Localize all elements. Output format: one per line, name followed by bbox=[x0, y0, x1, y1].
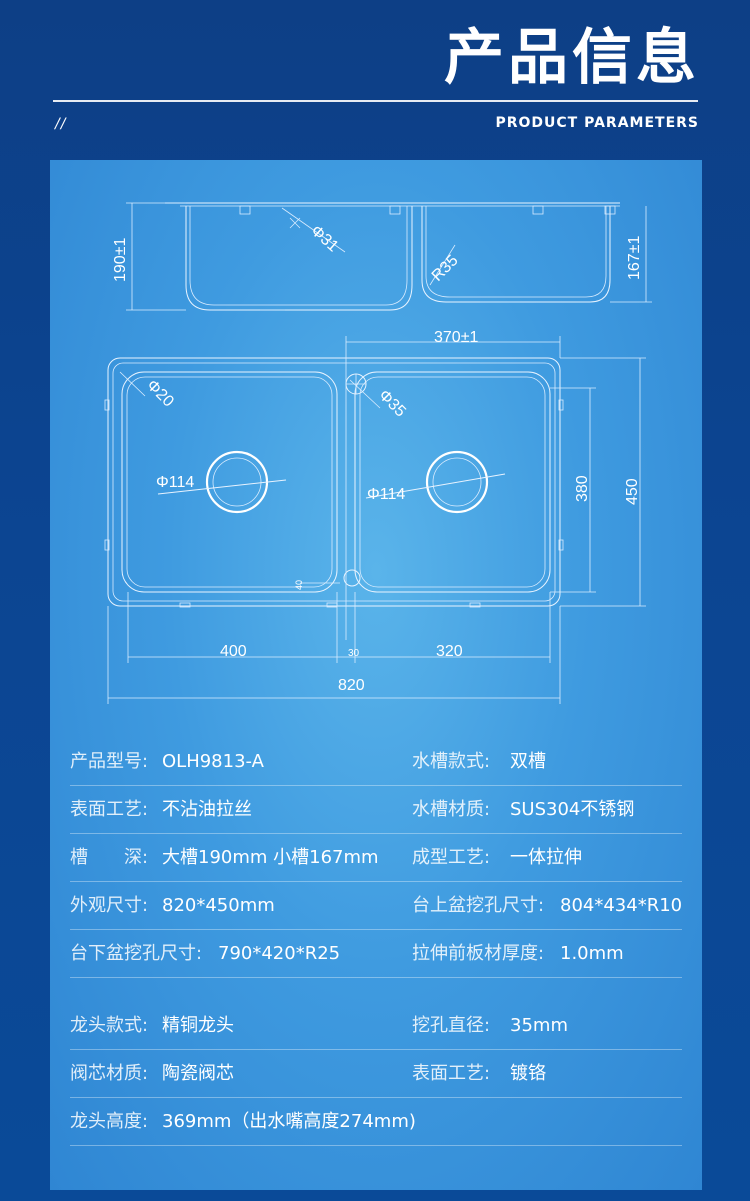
spec-label: 龙头高度: bbox=[70, 1111, 149, 1132]
side-view: 190±1 167±1 Φ31 R35 bbox=[112, 202, 652, 311]
spec-value: 精铜龙头 bbox=[162, 1015, 234, 1036]
spec-value: 1.0mm bbox=[560, 943, 624, 964]
spec-value: 369mm（出水嘴高度274mm) bbox=[162, 1111, 416, 1132]
clip-left-1 bbox=[104, 399, 110, 411]
spec-value: 35mm bbox=[510, 1015, 568, 1036]
spec-label: 阀芯材质: bbox=[70, 1063, 149, 1084]
side-big-bowl-inner bbox=[189, 206, 408, 306]
small-bowl-outline bbox=[354, 371, 551, 593]
side-clip-3 bbox=[532, 205, 544, 215]
section-subtitle: PRODUCT PARAMETERS bbox=[495, 115, 699, 131]
drain-right-outer bbox=[425, 450, 489, 514]
big-bowl-outline bbox=[121, 371, 338, 593]
spec-value: 大槽190mm 小槽167mm bbox=[162, 847, 379, 868]
drain-left-outer bbox=[205, 450, 269, 514]
spec-label: 龙头款式: bbox=[70, 1015, 149, 1036]
label-overflow: 40 bbox=[294, 580, 304, 590]
title-divider bbox=[53, 100, 698, 102]
side-big-bowl-outer bbox=[185, 206, 413, 311]
sink-inner-rim bbox=[112, 362, 556, 602]
clip-right-2 bbox=[558, 539, 564, 551]
spec-value: 双槽 bbox=[510, 751, 546, 772]
label-drain-right: Φ114 bbox=[367, 486, 405, 503]
label-big-depth: 190±1 bbox=[112, 238, 129, 282]
spec-label: 拉伸前板材厚度: bbox=[412, 943, 545, 964]
decorative-slashes: // bbox=[55, 116, 67, 132]
small-bowl-inner bbox=[359, 376, 546, 588]
page-title: 产品信息 bbox=[444, 23, 700, 93]
clip-bottom-1 bbox=[179, 602, 191, 608]
spec-label: 成型工艺: bbox=[412, 847, 491, 868]
label-corner-hole: Φ20 bbox=[143, 377, 177, 411]
side-hole-cross-b bbox=[289, 217, 301, 229]
side-clip-4 bbox=[604, 205, 616, 215]
spec-label: 台上盆挖孔尺寸: bbox=[412, 895, 545, 916]
label-320: 320 bbox=[436, 643, 463, 660]
spec-row: 龙头高度: 369mm（出水嘴高度274mm) bbox=[70, 1098, 682, 1146]
top-view: 370±1 Φ20 Φ35 Φ114 Φ114 380 450 400 30 3… bbox=[104, 329, 646, 704]
label-370: 370±1 bbox=[434, 329, 478, 346]
label-450: 450 bbox=[624, 478, 641, 505]
label-side-hole: Φ31 bbox=[307, 222, 341, 255]
side-clip-2 bbox=[389, 205, 401, 215]
spec-value: 陶瓷阀芯 bbox=[162, 1063, 234, 1084]
label-400: 400 bbox=[220, 643, 247, 660]
spec-label: 水槽款式: bbox=[412, 751, 491, 772]
spec-value: SUS304不锈钢 bbox=[510, 799, 635, 820]
sink-outer-rim bbox=[107, 357, 561, 607]
label-30: 30 bbox=[348, 648, 360, 659]
big-bowl-inner bbox=[126, 376, 333, 588]
sink-drawing-svg: 190±1 167±1 Φ31 R35 bbox=[104, 202, 652, 704]
label-faucet-hole: Φ35 bbox=[375, 387, 409, 421]
spec-row: 台下盆挖孔尺寸: 790*420*R25 拉伸前板材厚度: 1.0mm bbox=[70, 930, 682, 978]
clip-left-2 bbox=[104, 539, 110, 551]
drain-right-leader bbox=[365, 473, 506, 499]
spec-row: 龙头款式: 精铜龙头 挖孔直径: 35mm bbox=[70, 1002, 682, 1050]
side-small-bowl-inner bbox=[425, 206, 607, 298]
drain-left-leader bbox=[157, 479, 287, 495]
spec-label: 台下盆挖孔尺寸: bbox=[70, 943, 203, 964]
label-820: 820 bbox=[338, 677, 365, 694]
spec-value: 镀铬 bbox=[510, 1063, 546, 1084]
label-small-depth: 167±1 bbox=[626, 236, 643, 280]
spec-value: 790*420*R25 bbox=[218, 943, 341, 964]
label-side-radius: R35 bbox=[429, 252, 462, 285]
spec-label: 外观尺寸: bbox=[70, 895, 149, 916]
spec-row: 槽 深: 大槽190mm 小槽167mm 成型工艺: 一体拉伸 bbox=[70, 834, 682, 882]
spec-value: OLH9813-A bbox=[162, 751, 264, 772]
technical-drawing: 190±1 167±1 Φ31 R35 bbox=[50, 160, 702, 880]
spec-row: 阀芯材质: 陶瓷阀芯 表面工艺: 镀铬 bbox=[70, 1050, 682, 1098]
corner-hole-leader bbox=[119, 371, 146, 397]
spec-value: 820*450mm bbox=[162, 895, 275, 916]
drain-left-inner bbox=[212, 457, 262, 507]
spec-value: 804*434*R10 bbox=[560, 895, 683, 916]
clip-bottom-3 bbox=[469, 602, 481, 608]
spec-value: 不沾油拉丝 bbox=[162, 799, 252, 820]
spec-label: 表面工艺: bbox=[412, 1063, 491, 1084]
spec-label: 表面工艺: bbox=[70, 799, 149, 820]
spec-label: 水槽材质: bbox=[412, 799, 491, 820]
side-clip-1 bbox=[239, 205, 251, 215]
spec-row: 产品型号: OLH9813-A 水槽款式: 双槽 bbox=[70, 738, 682, 786]
spec-row: 外观尺寸: 820*450mm 台上盆挖孔尺寸: 804*434*R10 bbox=[70, 882, 682, 930]
parameters-panel: 190±1 167±1 Φ31 R35 bbox=[50, 160, 702, 1190]
spec-label: 挖孔直径: bbox=[412, 1015, 491, 1036]
faucet-hole-leader bbox=[349, 379, 381, 409]
spec-row: 表面工艺: 不沾油拉丝 水槽材质: SUS304不锈钢 bbox=[70, 786, 682, 834]
side-radius-leader bbox=[429, 244, 456, 286]
side-hole-leader bbox=[281, 207, 346, 253]
spec-value: 一体拉伸 bbox=[510, 847, 582, 868]
label-drain-left: Φ114 bbox=[156, 474, 194, 491]
overflow-circle bbox=[343, 569, 361, 587]
drain-right-inner bbox=[432, 457, 482, 507]
clip-right-1 bbox=[558, 399, 564, 411]
spec-label: 产品型号: bbox=[70, 751, 149, 772]
spec-label: 槽 深: bbox=[70, 847, 149, 868]
label-380: 380 bbox=[574, 475, 591, 502]
